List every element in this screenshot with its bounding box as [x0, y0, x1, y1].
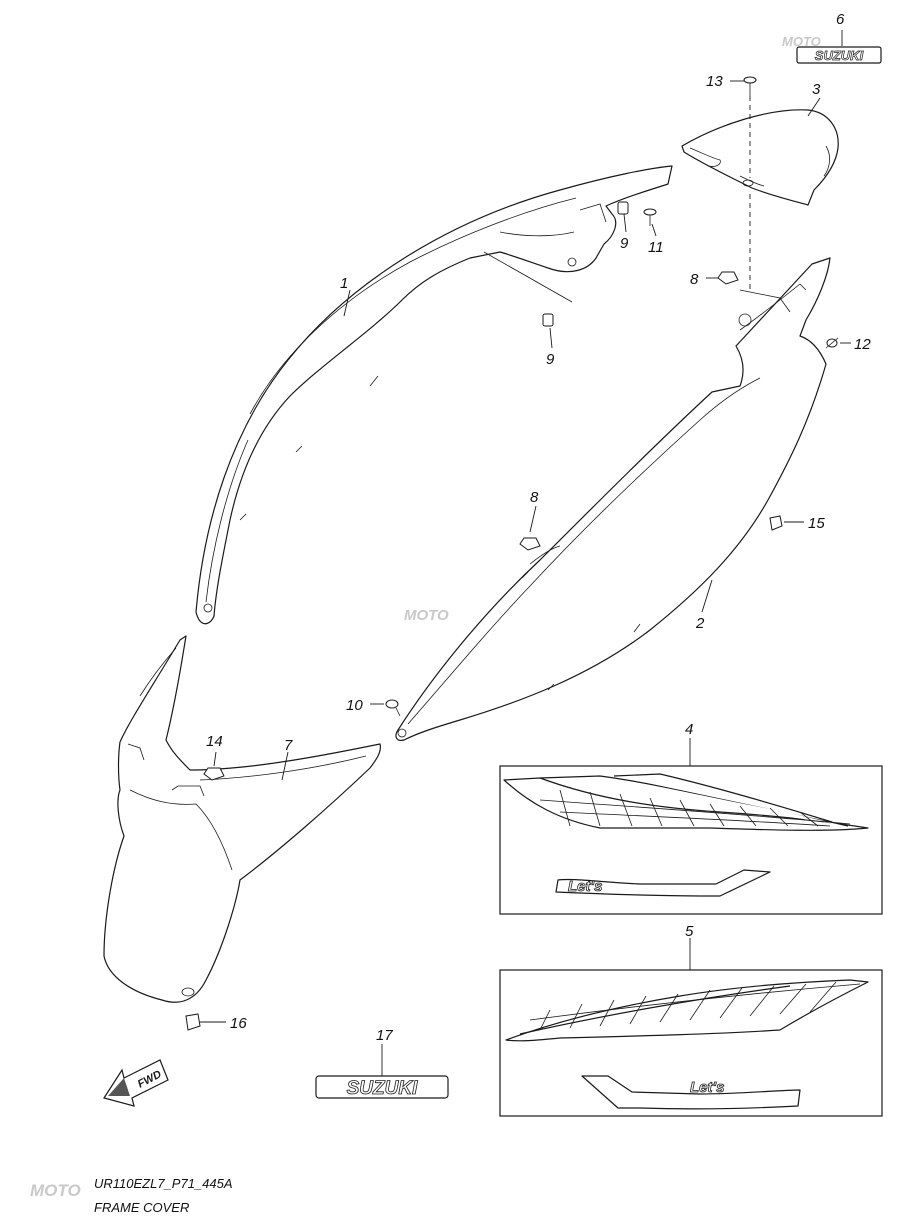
decal-bottom-script: Let's [690, 1079, 724, 1096]
callout-11: 11 [648, 239, 664, 256]
callout-15: 15 [808, 515, 825, 532]
diagram-title: FRAME COVER [94, 1200, 189, 1215]
fwd-arrow-icon: FWD [103, 1059, 169, 1107]
callout-7: 7 [284, 737, 293, 754]
callout-6: 6 [836, 11, 845, 28]
watermark-bottom: MOTO [30, 1181, 81, 1200]
callout-13: 13 [706, 73, 723, 90]
part-16-clip [185, 1013, 201, 1031]
suzuki-emblem-small-text: SUZUKI [815, 48, 864, 63]
callout-1: 1 [340, 275, 348, 292]
leader-lines [200, 30, 851, 1076]
decal-top-script: Let's [568, 878, 602, 895]
decal-box-5: Let's [499, 969, 883, 1117]
part-12-screw [825, 337, 839, 349]
callout-9-upper: 9 [620, 235, 629, 252]
part-15-clip [769, 515, 783, 531]
part-14-nut [203, 767, 225, 781]
part-7-lower-cover [103, 635, 381, 1003]
callout-3: 3 [812, 81, 821, 98]
callout-17: 17 [376, 1027, 393, 1044]
callout-16: 16 [230, 1015, 247, 1032]
part-17-suzuki-emblem-large: SUZUKI [315, 1075, 449, 1099]
part-9-clip-upper [617, 201, 629, 215]
watermark-middle: MOTO [404, 607, 449, 624]
part-11-screw [643, 208, 657, 226]
suzuki-emblem-large-text: SUZUKI [347, 1078, 418, 1099]
part-13-screw [743, 76, 757, 96]
part-2-right-frame-cover [395, 257, 831, 741]
callout-8-upper: 8 [690, 271, 699, 288]
callout-10: 10 [346, 697, 363, 714]
part-8-nut-lower [519, 537, 541, 551]
callout-9-lower: 9 [546, 351, 555, 368]
callout-14: 14 [206, 733, 223, 750]
part-6-suzuki-emblem-small: SUZUKI [796, 46, 882, 64]
callout-8-lower: 8 [530, 489, 539, 506]
callout-12: 12 [854, 336, 871, 353]
decal-box-4: Let's [499, 765, 883, 915]
watermark-top: MOTO [782, 34, 821, 49]
callout-2: 2 [695, 615, 705, 632]
callout-5: 5 [685, 923, 694, 940]
callout-4: 4 [685, 721, 693, 738]
part-10-screw [385, 699, 401, 717]
part-8-nut-upper [717, 271, 739, 285]
diagram-code: UR110EZL7_P71_445A [94, 1176, 233, 1191]
part-1-left-frame-cover [195, 165, 673, 625]
part-9-clip-lower [542, 313, 554, 327]
part-3-rear-top-cover [681, 109, 839, 206]
